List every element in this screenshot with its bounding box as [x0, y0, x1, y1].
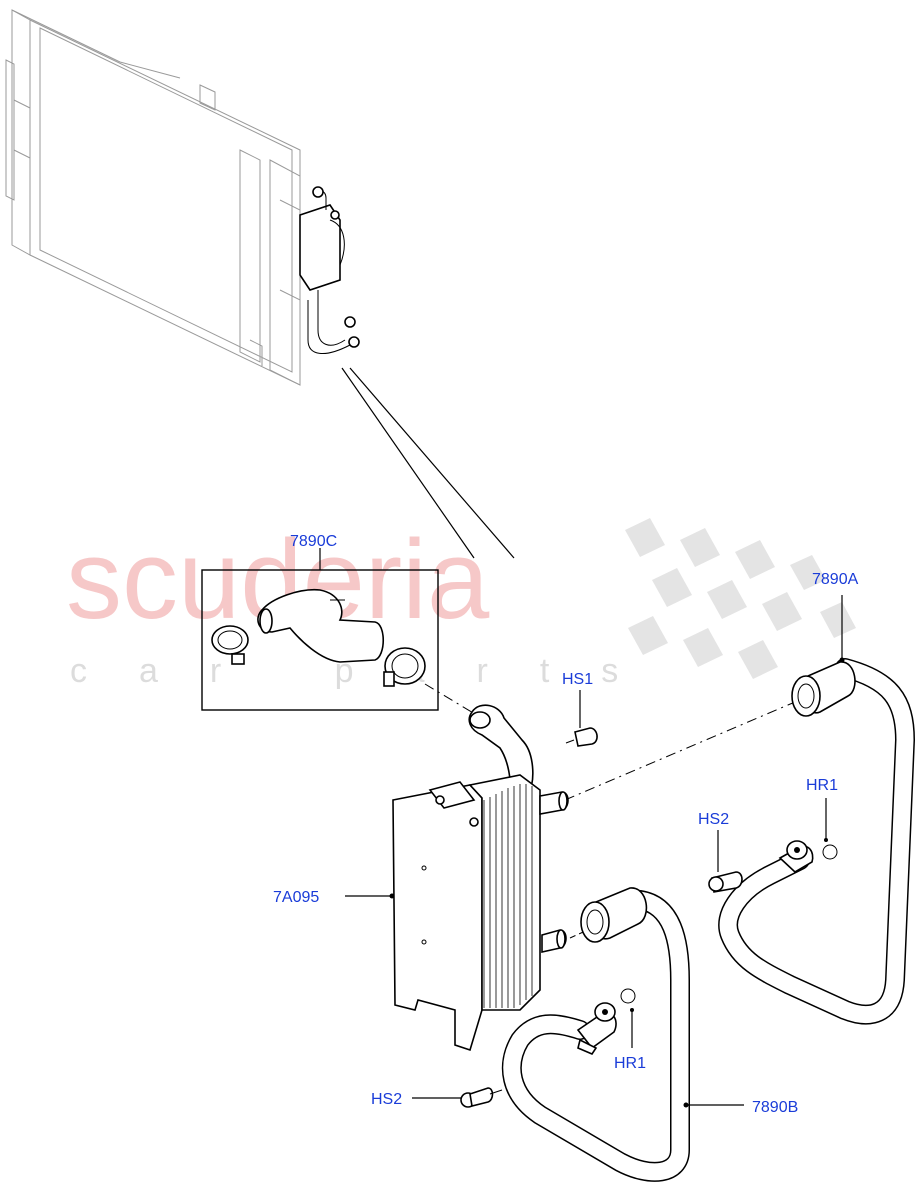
location-pointer: [341, 367, 515, 559]
watermark: scuderia car parts: [66, 517, 856, 690]
callout-hr1-upper: HR1: [806, 777, 838, 794]
oring-hr1-lower: HR1: [614, 1008, 646, 1072]
hose-7890a: 7890A: [718, 571, 916, 1025]
hose-clamp-left: [211, 625, 249, 665]
callout-hs1: HS1: [562, 671, 593, 688]
hose-kit-7890c: 7890C: [201, 533, 439, 711]
callout-7890b: 7890B: [752, 1099, 798, 1116]
callout-7a095: 7A095: [273, 889, 319, 906]
radiator-cooler-pipes: [299, 186, 360, 354]
screw-hs1: HS1: [562, 671, 598, 747]
callout-7890c: 7890C: [290, 533, 337, 550]
screw-hs2-lower: HS2: [371, 1087, 503, 1108]
oring-hr1-upper: HR1: [806, 777, 838, 842]
callout-7890a: 7890A: [812, 571, 859, 588]
screw-hs2-upper: HS2: [698, 811, 743, 893]
oil-cooler-7a095: 7A095: [273, 704, 569, 1052]
checkered-flag-icon: [625, 518, 856, 679]
callout-hs2-lower: HS2: [371, 1091, 402, 1108]
callout-hs2-upper: HS2: [698, 811, 729, 828]
radiator-assembly: [5, 9, 301, 386]
callout-hr1-lower: HR1: [614, 1055, 646, 1072]
hose-clamp-right: [383, 647, 426, 687]
hose-7890b: 7890B: [501, 887, 798, 1182]
